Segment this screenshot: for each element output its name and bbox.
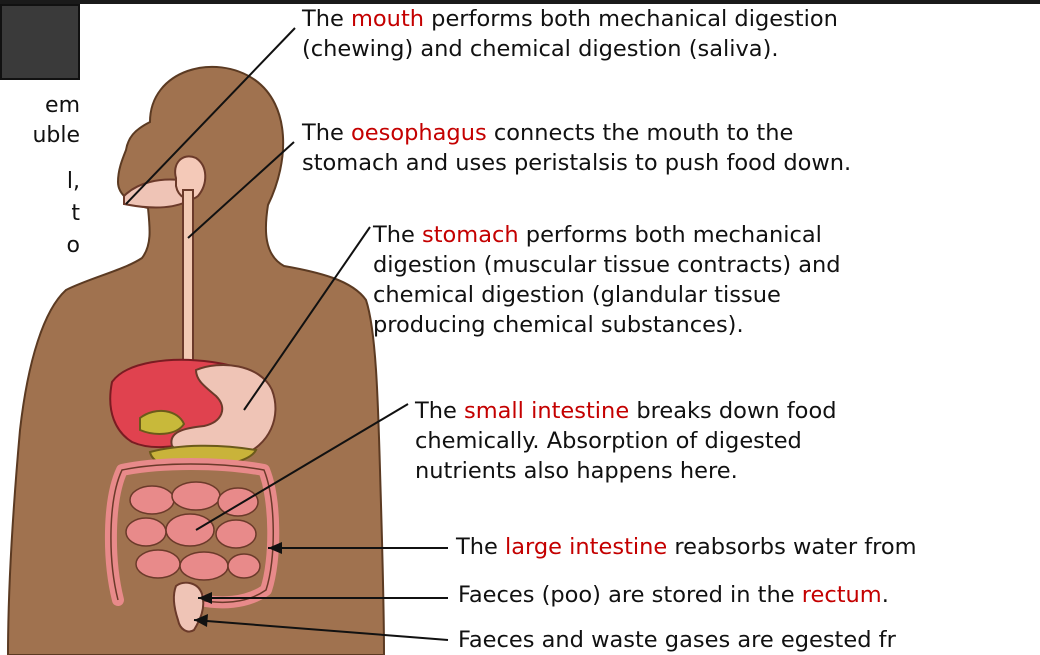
label-text: (chewing) and chemical digestion (saliva… — [302, 36, 779, 62]
anus-label: Faeces and waste gases are egested fr — [458, 625, 896, 655]
label-text: The — [415, 398, 464, 424]
label-text: chemically. Absorption of digested — [415, 428, 802, 454]
label-text: connects the mouth to the — [487, 120, 794, 146]
label-text: Faeces and waste gases are egested fr — [458, 627, 896, 653]
label-text: The — [302, 6, 351, 32]
large-intestine-label: The large intestine reabsorbs water from — [456, 532, 917, 562]
label-text: reabsorbs water from — [667, 534, 916, 560]
label-text: chemical digestion (glandular tissue — [373, 282, 781, 308]
term-oesophagus: oesophagus — [351, 120, 487, 146]
label-text: producing chemical substances). — [373, 312, 744, 338]
label-text: The — [456, 534, 505, 560]
label-text: digestion (muscular tissue contracts) an… — [373, 252, 841, 278]
oesophagus-tube — [183, 190, 193, 370]
label-text: Faeces (poo) are stored in the — [458, 582, 802, 608]
label-text: stomach and uses peristalsis to push foo… — [302, 150, 851, 176]
small-intestine — [126, 482, 260, 580]
label-text: . — [882, 582, 889, 608]
term-small-intestine: small intestine — [464, 398, 629, 424]
rectum-label: Faeces (poo) are stored in the rectum. — [458, 580, 889, 610]
label-text: performs both mechanical digestion — [424, 6, 838, 32]
term-large-intestine: large intestine — [505, 534, 667, 560]
oesophagus-label: The oesophagus connects the mouth to the… — [302, 118, 851, 178]
term-mouth: mouth — [351, 6, 424, 32]
term-stomach: stomach — [422, 222, 519, 248]
stomach-label: The stomach performs both mechanical dig… — [373, 220, 841, 340]
label-text: The — [302, 120, 351, 146]
small-intestine-label: The small intestine breaks down food che… — [415, 396, 837, 486]
mouth-label: The mouth performs both mechanical diges… — [302, 4, 838, 64]
label-text: nutrients also happens here. — [415, 458, 738, 484]
label-text: performs both mechanical — [519, 222, 822, 248]
label-text: breaks down food — [629, 398, 836, 424]
term-rectum: rectum — [802, 582, 882, 608]
label-text: The — [373, 222, 422, 248]
